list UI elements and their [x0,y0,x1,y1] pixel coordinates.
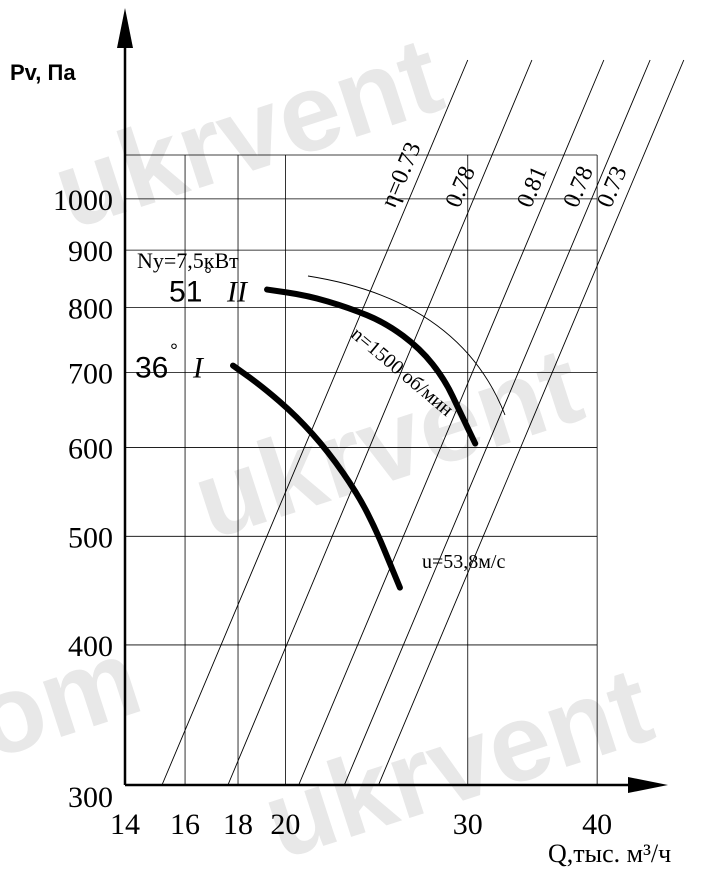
x-tick-label-0: 14 [110,808,140,841]
x-tick-label-3: 20 [270,808,300,841]
speed-arc [307,275,506,416]
x-tick-label-4: 30 [453,808,483,841]
efficiency-label-3: 0.78 [559,163,599,212]
series-label-roman-1: I [192,352,205,385]
x-tick-label-5: 40 [582,808,612,841]
y-tick-label-3: 600 [68,433,113,466]
axes-layer [117,8,668,793]
x-tick-label-1: 16 [170,808,200,841]
y-tick-label-2: 500 [68,521,113,554]
y-tick-label-5: 800 [68,292,113,325]
series-label-roman-0: II [226,276,249,309]
y-tick-label-0: 300 [68,781,113,814]
efficiency-line-4 [378,59,685,786]
efficiency-line-1 [227,59,533,786]
watermark-text-0: ukrvent [39,13,455,253]
x-tick-label-2: 18 [223,808,253,841]
efficiency-label-4: 0.73 [592,163,632,212]
speed-arc-layer [307,275,506,416]
y-axis-arrow [117,8,133,48]
tip-speed-annotation: u=53,8м/с [422,551,505,573]
x-axis-label: Q,тыс. м³/ч [548,839,671,868]
efficiency-label-2: 0.81 [512,163,552,212]
series-label-angle-1: 36 [135,352,168,385]
efficiency-line-3 [343,59,651,786]
tick-labels-layer: 14 16 18 20 30 40 300 400 500 600 700 800 900 1000 [53,184,612,841]
x-axis-arrow [628,777,668,793]
efficiency-label-1: 0.78 [441,163,481,212]
series-curve-1 [229,362,403,591]
y-axis-label: Pv, Па [10,60,76,85]
series-label-degree-1: ° [170,341,178,363]
y-tick-label-7: 1000 [53,184,113,217]
y-tick-label-6: 900 [68,235,113,268]
y-tick-label-1: 400 [68,630,113,663]
y-tick-label-4: 700 [68,357,113,390]
efficiency-line-2 [298,59,605,786]
power-annotation: Ny=7,5кВт [137,248,239,273]
series-label-angle-0: 51 [169,276,202,309]
series-label-degree-0: ° [204,265,212,287]
efficiency-line-0 [161,59,469,786]
series-curve-0 [264,286,479,447]
